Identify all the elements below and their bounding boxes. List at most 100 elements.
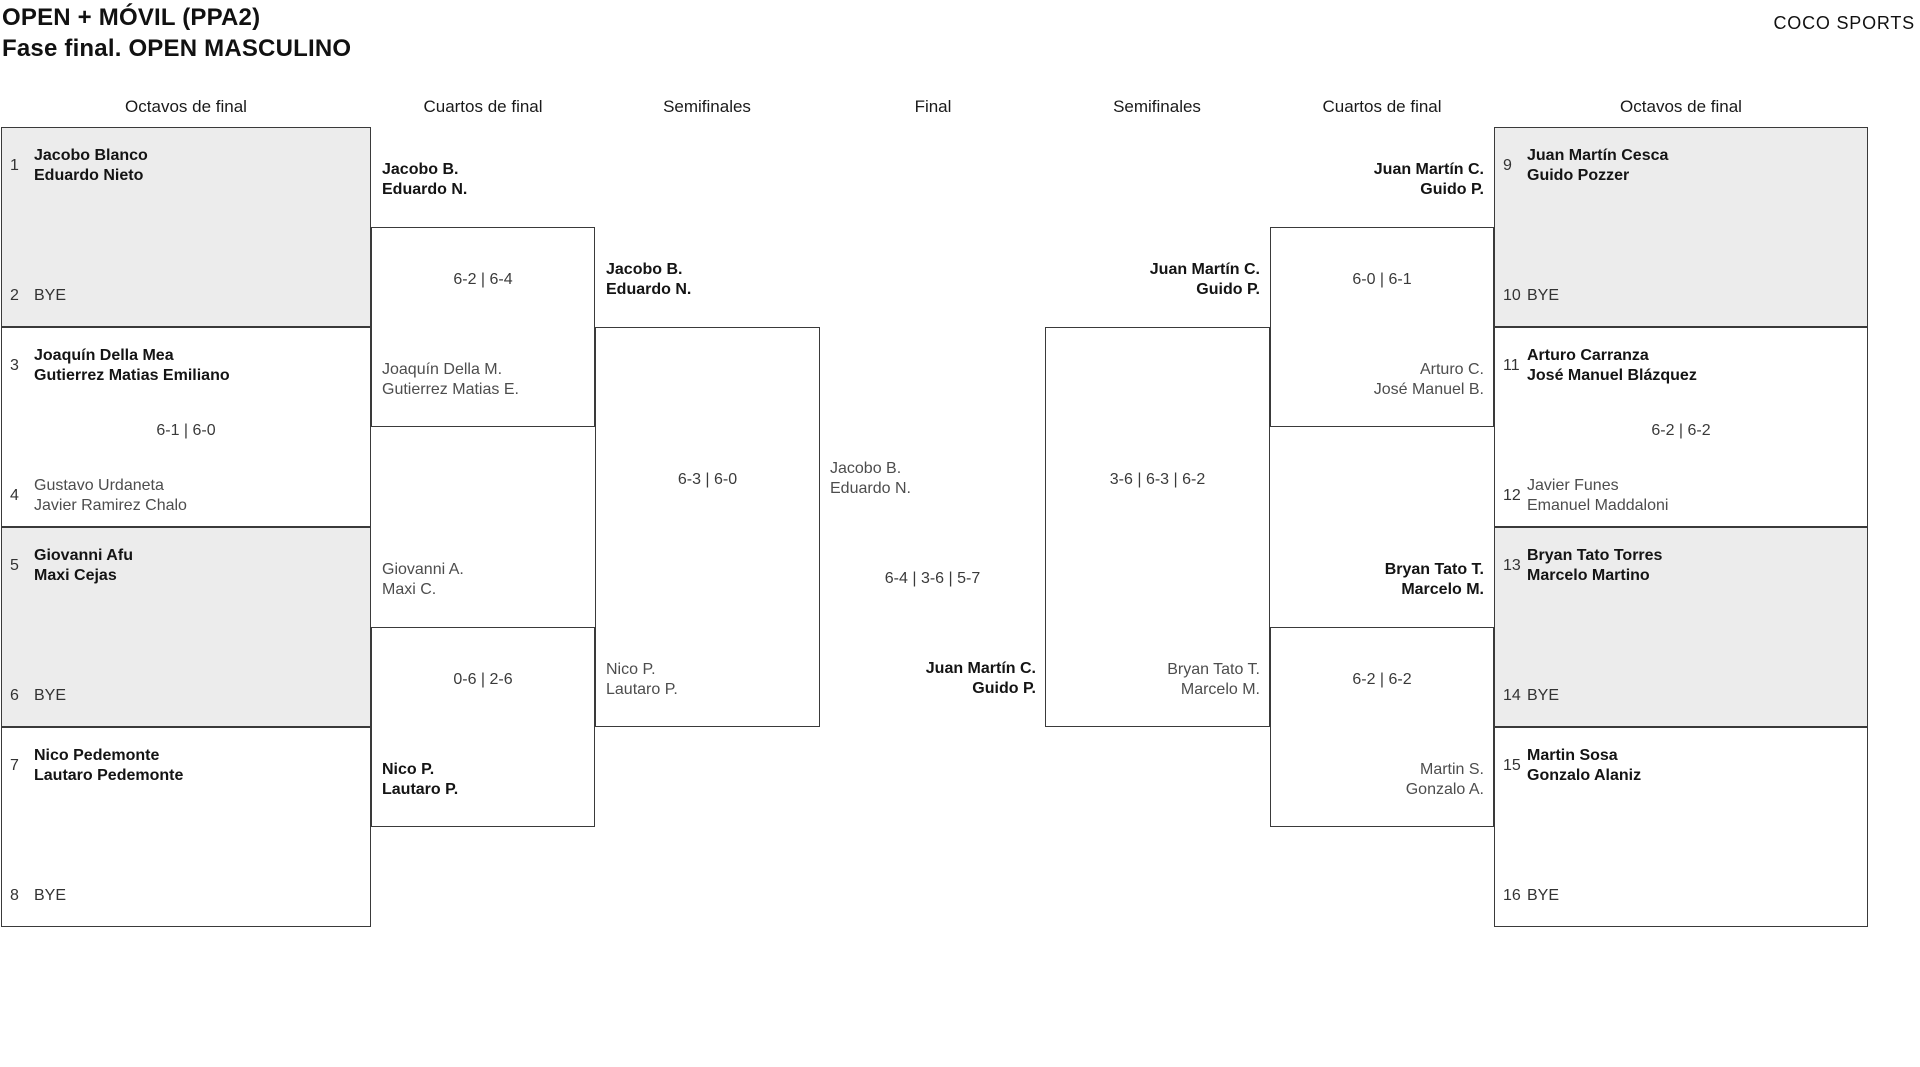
seed-number: 16: [1503, 887, 1521, 904]
team-name-line: Maxi Cejas: [34, 567, 117, 584]
team-name-line: Jacobo Blanco: [34, 147, 148, 164]
round-label-6: Octavos de final: [1620, 97, 1742, 116]
team-entry: Bryan Tato T. Marcelo M.: [1271, 560, 1493, 600]
bye-label: BYE: [1527, 887, 1560, 904]
team-name-line: Lautaro Pedemonte: [34, 767, 184, 784]
bye-label: BYE: [34, 287, 67, 304]
match-box-semifinal-left: Jacobo B. Eduardo N. Nico P. Lautaro P. 6-3 …: [595, 261, 820, 727]
round-label-0: Octavos de final: [125, 97, 247, 116]
seed-number: 13: [1503, 557, 1521, 574]
team-name-line: Gutierrez Matias Emiliano: [34, 367, 230, 384]
match-score: 6-3 | 6-0: [677, 471, 738, 488]
team-name-line: Joaquín Della M.: [382, 361, 503, 378]
match-score: 3-6 | 6-3 | 6-2: [1109, 471, 1206, 488]
team-name-line: Guido P.: [1196, 281, 1260, 298]
team-entry: Juan Martín C.Guido P.: [820, 659, 1045, 699]
seed-number: 7: [10, 757, 19, 774]
team-name-line: Lautaro P.: [606, 681, 678, 698]
page-title: OPEN + MÓVIL (PPA2): [2, 4, 261, 31]
match-box-quarterfinal-right-1: Juan Martín C.Guido P.Arturo C.José Manu…: [1270, 161, 1494, 427]
team-names: BYE: [1527, 286, 1559, 306]
seed-number: 11: [1503, 357, 1520, 374]
team-name-line: Joaquín Della Mea: [34, 347, 174, 364]
round-label-1: Cuartos de final: [423, 97, 543, 116]
seed-number: 2: [10, 287, 19, 304]
team-name-line: Gonzalo Alaniz: [1527, 767, 1642, 784]
team-entry: 2 BYE: [2, 286, 370, 306]
team-name-line: Gonzalo A.: [1405, 781, 1484, 798]
team-entry: Martin S. Gonzalo A.: [1271, 760, 1493, 800]
team-name-line: Juan Martín C.: [925, 660, 1036, 677]
team-name-line: Martin Sosa: [1527, 747, 1618, 764]
team-name-line: Nico Pedemonte: [34, 747, 160, 764]
team-name-line: Martin S.: [1419, 761, 1484, 778]
team-name-line: Nico P.: [606, 661, 656, 678]
team-name-line: Bryan Tato T.: [1384, 561, 1484, 578]
team-name-line: Eduardo N.: [830, 480, 911, 497]
match-score: 6-1 | 6-0: [156, 422, 216, 439]
match-box-final: Jacobo B. Eduardo N. Juan Martín C.Guido P…: [820, 460, 1045, 727]
bye-label: BYE: [1527, 287, 1560, 304]
team-entry: Jacobo B.Eduardo N.: [372, 160, 594, 200]
match-score: 6-0 | 6-1: [1352, 271, 1412, 288]
team-name-line: Marcelo M.: [1401, 581, 1484, 598]
seed-number: 6: [10, 687, 19, 704]
seed-number: 14: [1503, 687, 1521, 704]
team-name-line: Lautaro P.: [382, 781, 459, 798]
team-names: BYE: [1527, 686, 1559, 706]
seed-number: 10: [1503, 287, 1521, 304]
match-box-quarterfinal-left-1: Jacobo B.Eduardo N.Joaquín Della M.Gutie…: [371, 161, 595, 427]
team-name-line: José Manuel Blázquez: [1527, 367, 1697, 384]
team-entry: Arturo C.José Manuel B.: [1271, 360, 1493, 400]
brand-logo: COCO SPORTS: [1773, 13, 1915, 33]
team-names: BYE: [34, 686, 66, 706]
team-name-line: José Manuel B.: [1373, 381, 1484, 398]
team-name-line: Arturo Carranza: [1527, 347, 1649, 364]
team-name-line: Juan Martín C.: [1373, 161, 1484, 178]
team-name-line: Nico P.: [382, 761, 435, 778]
team-entry: Nico P. Lautaro P.: [372, 760, 594, 800]
seed-number: 1: [10, 157, 19, 174]
team-name-line: Eduardo N.: [606, 281, 692, 298]
round-label-4: Semifinales: [1113, 97, 1201, 116]
team-name-line: Marcelo Martino: [1527, 567, 1650, 584]
team-name-line: Bryan Tato Torres: [1527, 547, 1663, 564]
seed-number: 3: [10, 357, 19, 374]
team-name-line: Guido Pozzer: [1527, 167, 1630, 184]
team-name-line: Bryan Tato T.: [1167, 661, 1260, 678]
match-score: 6-2 | 6-2: [1651, 422, 1711, 439]
round-label-3: Final: [914, 97, 952, 116]
seed-number: 4: [10, 487, 19, 504]
team-name-line: Giovanni Afu: [34, 547, 133, 564]
team-name-line: Eduardo N.: [382, 181, 468, 198]
seed-number: 15: [1503, 757, 1521, 774]
team-name-line: Marcelo M.: [1180, 681, 1260, 698]
seed-number: 9: [1503, 157, 1512, 174]
match-box-quarterfinal-left-2: Giovanni A.Maxi C.Nico P.Lautaro P.0-6 |…: [371, 561, 595, 827]
team-name-line: Giovanni A.: [382, 561, 464, 578]
team-entry: Nico P. Lautaro P.: [596, 660, 819, 700]
team-entry: Juan Martín C.Guido P.: [1046, 260, 1269, 300]
team-name-line: Jacobo B.: [606, 261, 683, 278]
team-name-line: Jacobo B.: [830, 460, 902, 477]
team-name-line: Gustavo Urdaneta: [34, 477, 164, 494]
